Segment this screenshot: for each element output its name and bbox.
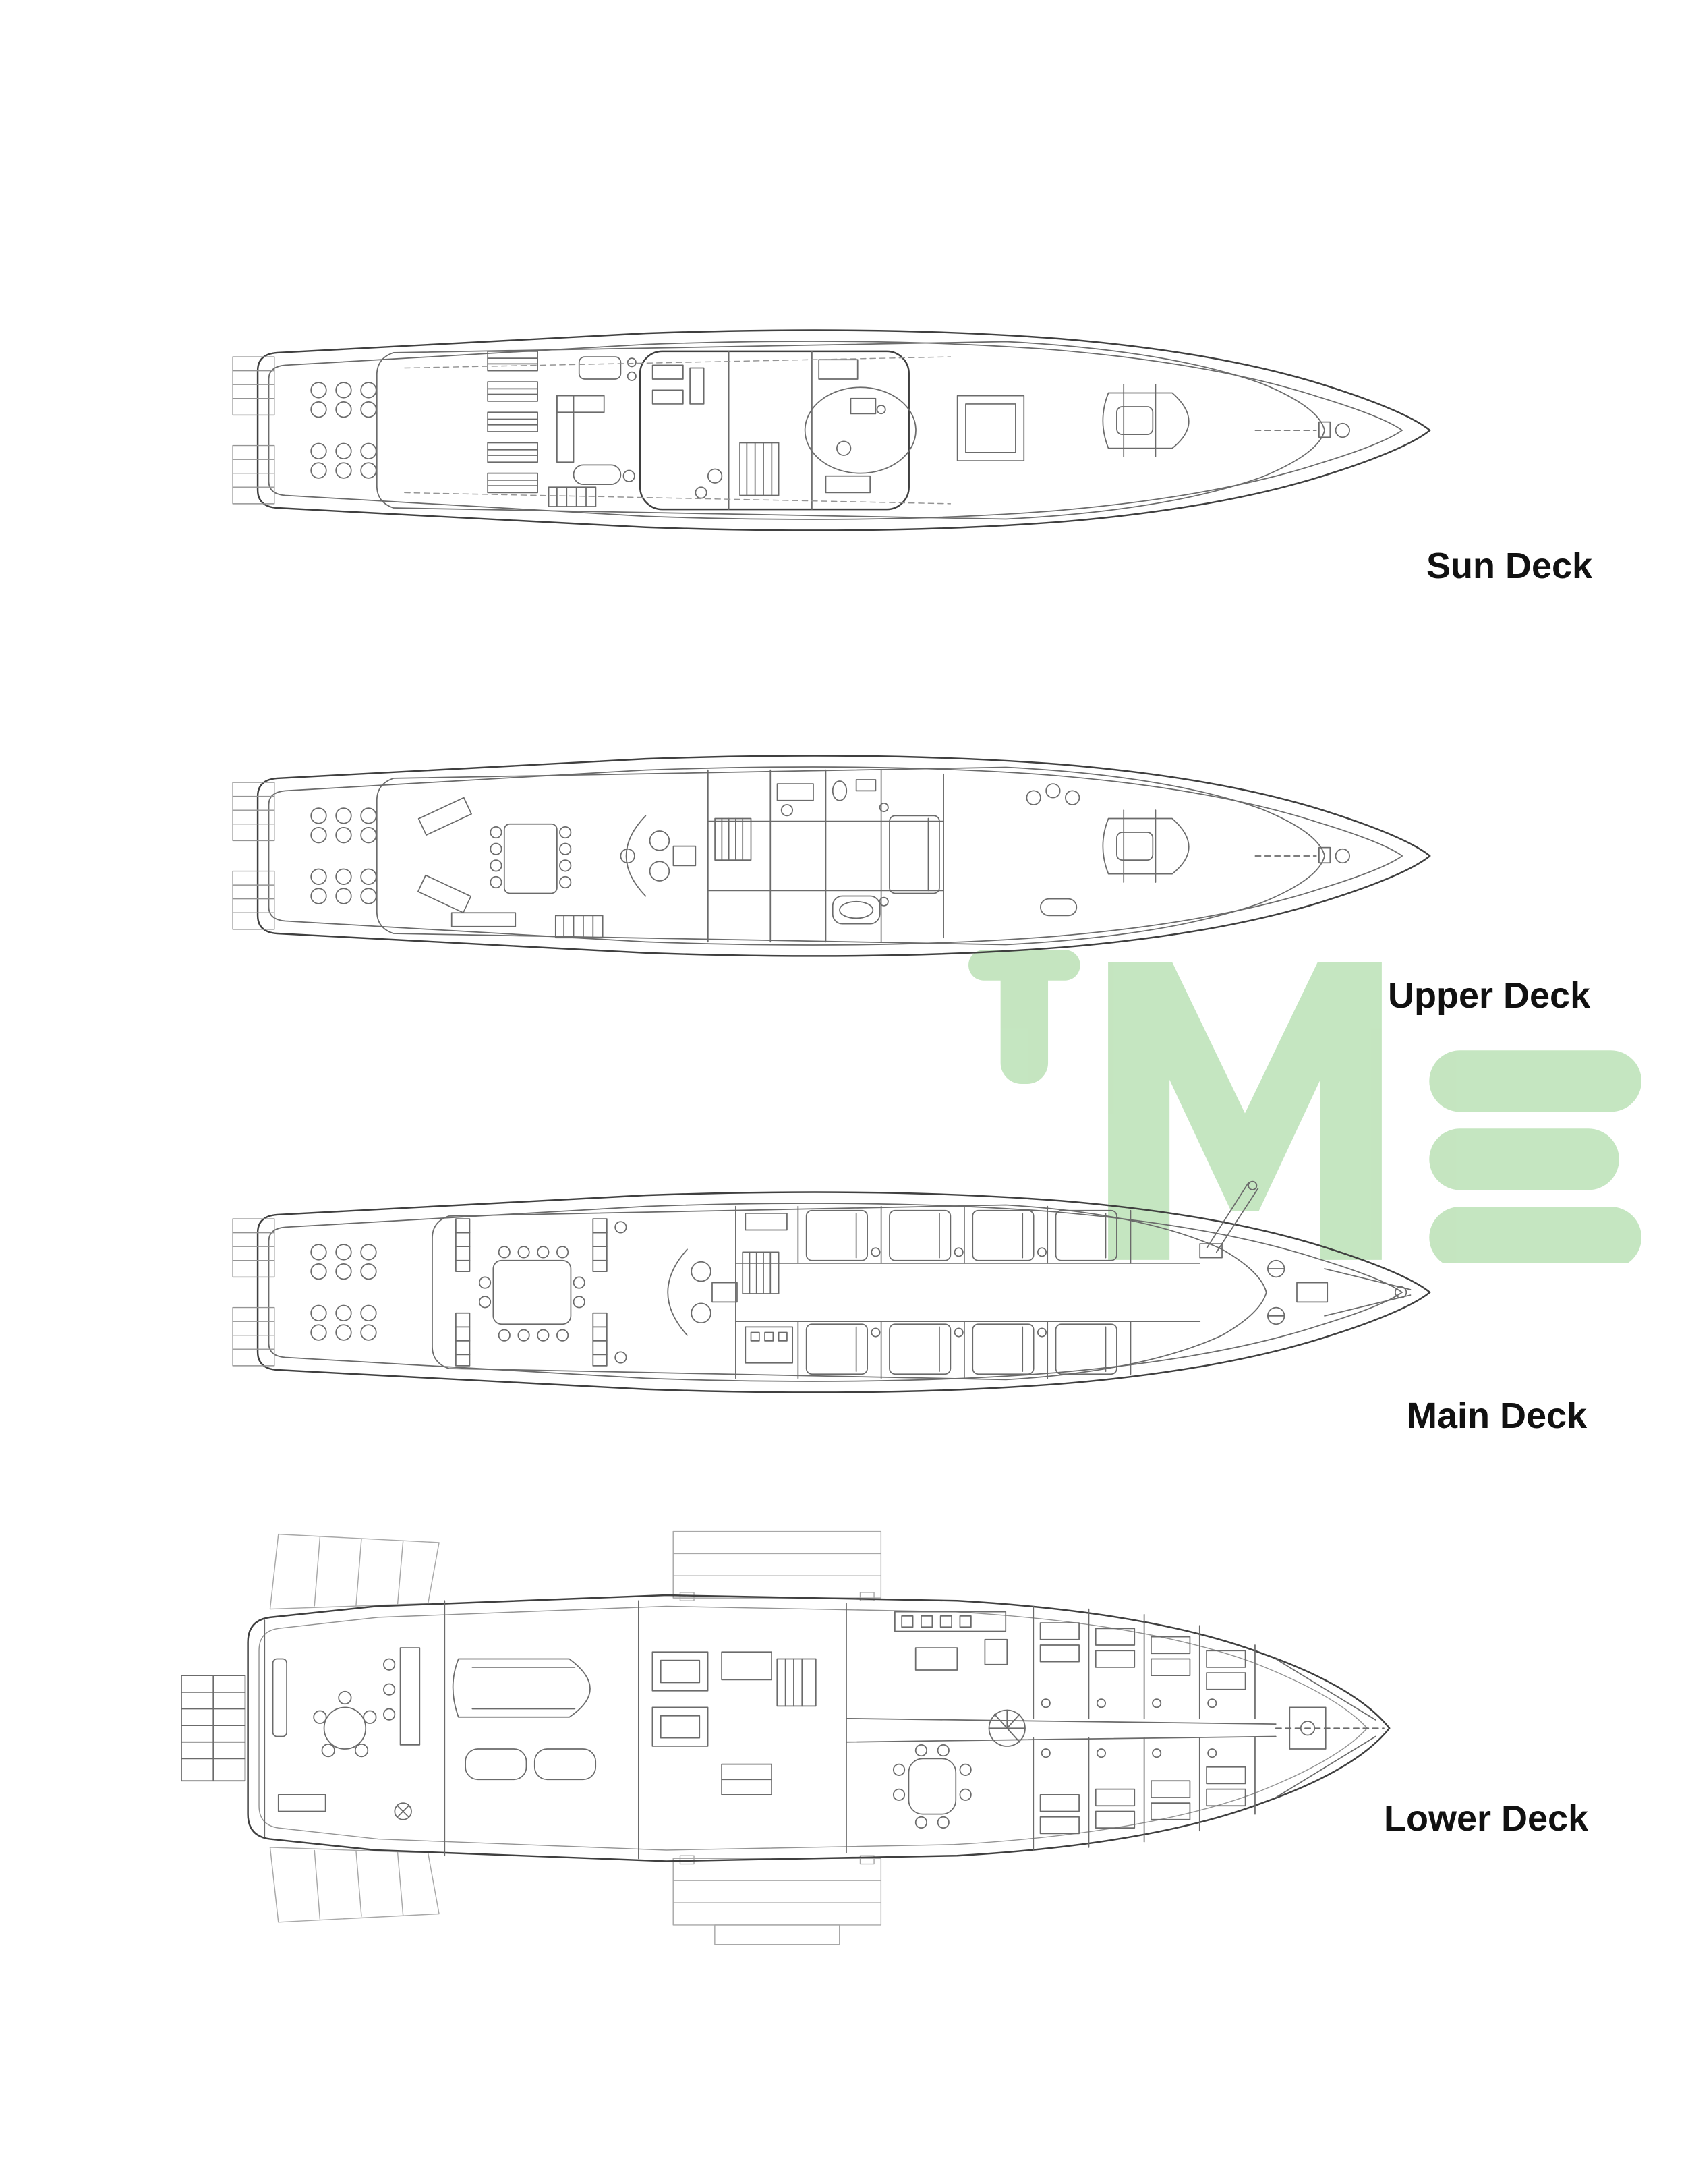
stern-platform (232, 356, 275, 505)
engine-room (651, 1603, 847, 1853)
rail-lines (404, 356, 952, 505)
crew-cabins (1033, 1605, 1256, 1851)
interior-walls (707, 769, 944, 943)
bow-storage (1275, 1658, 1385, 1798)
galley (894, 1611, 1008, 1671)
stairs (714, 817, 752, 861)
tender-boat (1102, 809, 1190, 883)
bow-fittings (1254, 421, 1350, 438)
green-logo-watermark (968, 950, 1641, 1263)
stern-platform (232, 1218, 275, 1367)
bathroom-fixtures (776, 779, 881, 925)
tender-boat (1102, 384, 1190, 457)
upper-deck-plan (232, 755, 1431, 957)
watermark-e-mid (1429, 1128, 1619, 1190)
deck-edges (268, 341, 1403, 520)
aft-benches (455, 1218, 608, 1367)
cabin-bed (879, 803, 940, 907)
corridor (846, 1717, 1277, 1743)
bow-fittings (1254, 846, 1350, 864)
guest-cabins (805, 1209, 1117, 1375)
deck-bar (548, 356, 637, 507)
watermark-e-top (1429, 1050, 1641, 1112)
deck-edges (268, 766, 1403, 946)
swim-platform (181, 1675, 246, 1782)
sun-loungers (487, 350, 538, 494)
foredeck-gear (1267, 1259, 1412, 1325)
alfresco-dining (490, 823, 604, 939)
deck-label-upper: Upper Deck (1388, 975, 1591, 1016)
main-deck-plan (232, 1180, 1431, 1393)
jacuzzi-oval (804, 386, 917, 474)
deck-label-main: Main Deck (1407, 1396, 1588, 1436)
main-dining (478, 1246, 585, 1342)
sky-lounge-interior (651, 350, 871, 510)
deck-label-lower: Lower Deck (1384, 1798, 1589, 1839)
hull-outline (256, 1191, 1431, 1393)
watermark-letters (968, 950, 1641, 1263)
stern-seating (310, 1244, 377, 1341)
crew-mess (892, 1744, 972, 1829)
deck-hatch (956, 395, 1025, 462)
stern-platform (232, 782, 275, 930)
sky-lounge-furniture (620, 815, 697, 897)
foredeck-seating (1026, 783, 1080, 917)
sun-deck-plan (232, 329, 1431, 531)
spiral-stair (988, 1709, 1026, 1747)
hull-outline (247, 1594, 1391, 1862)
hull-outline (256, 755, 1431, 957)
aft-sofas (417, 797, 517, 927)
stern-seating (310, 382, 377, 479)
deck-edge-inner (258, 1605, 1368, 1851)
deck-edges (268, 1203, 1403, 1382)
watermark-t-stem (1000, 950, 1049, 1084)
salon-furniture (614, 1221, 738, 1364)
fold-down-terraces (269, 1530, 882, 1945)
deck-label-sun: Sun Deck (1426, 546, 1593, 586)
watermark-e-bot (1429, 1207, 1641, 1263)
lower-deck-plan (181, 1530, 1391, 1945)
hull-outline (256, 329, 1431, 531)
sky-lounge-cabin (639, 350, 910, 511)
tender-garage (452, 1600, 639, 1860)
watermark-m (1108, 962, 1382, 1260)
interior-walls (735, 1205, 1201, 1379)
crane-mast (1199, 1180, 1259, 1259)
beach-club (264, 1600, 446, 1857)
stairs-lobby (742, 1212, 794, 1364)
stern-seating (310, 807, 377, 904)
